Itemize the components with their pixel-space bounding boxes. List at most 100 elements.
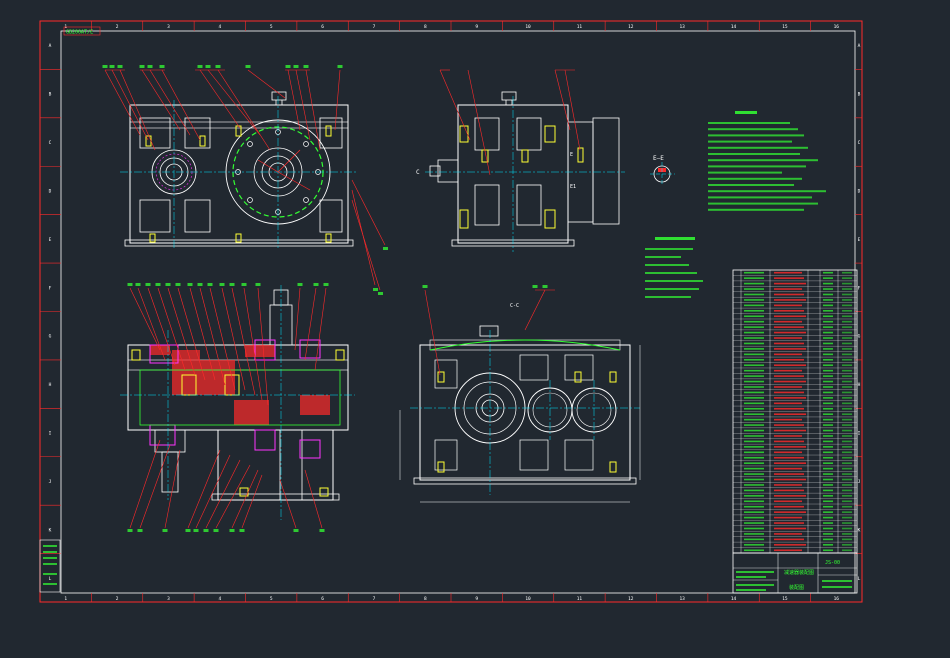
parts-row-mark (823, 429, 833, 432)
parts-row-mark (744, 456, 764, 459)
section-c-c-label: C-C (510, 303, 519, 309)
parts-row-mark (823, 505, 833, 508)
parts-row-mark (744, 418, 764, 421)
parts-row-mark (823, 538, 833, 541)
tech-req-line-mark (708, 202, 818, 205)
parts-row-mark (842, 440, 852, 443)
part-number-marker (155, 283, 161, 286)
part-number-marker (145, 283, 151, 286)
column-label-bottom: 14 (731, 596, 737, 602)
parts-row-mark (774, 424, 804, 426)
parts-row-mark (842, 337, 852, 339)
parts-row-mark (774, 353, 802, 356)
parts-row-mark (842, 533, 852, 535)
tech-char-line-mark (645, 256, 681, 258)
e-label: E (570, 152, 573, 158)
parts-row-mark (823, 418, 833, 421)
part-number-marker (213, 529, 219, 532)
part-number-marker (187, 283, 193, 286)
tech-req-heading-mark (735, 111, 757, 114)
parts-row-mark (823, 369, 833, 372)
parts-row-mark (823, 277, 833, 279)
row-label-right: C (858, 140, 861, 146)
tech-req-line-mark (708, 196, 812, 199)
part-number-marker (229, 529, 235, 532)
parts-row-mark (744, 380, 764, 383)
parts-row-mark (842, 478, 852, 481)
parts-row-mark (744, 533, 764, 535)
parts-row-mark (842, 418, 852, 421)
parts-row-mark (744, 538, 764, 541)
parts-row-mark (774, 310, 804, 312)
parts-row-mark (774, 451, 802, 454)
parts-row-mark (842, 505, 852, 508)
row-label-left: E (49, 237, 52, 243)
parts-row-mark (842, 315, 852, 318)
part-number-marker (135, 283, 141, 286)
parts-row-mark (774, 527, 806, 530)
parts-row-mark (842, 326, 852, 328)
parts-row-mark (823, 310, 833, 312)
parts-row-mark (774, 282, 806, 285)
parts-row-mark (842, 489, 852, 492)
e1-label: E1 (570, 184, 576, 190)
row-label-right: L (858, 576, 861, 582)
tech-req-line-mark (708, 140, 792, 143)
part-number-marker (239, 529, 245, 532)
parts-row-mark (744, 315, 764, 318)
parts-row-mark (774, 484, 802, 486)
parts-row-mark (823, 440, 833, 443)
parts-row-mark (842, 358, 852, 361)
parts-row-mark (823, 407, 833, 410)
parts-row-mark (744, 364, 764, 367)
parts-row-mark (842, 304, 852, 307)
parts-row-mark (774, 331, 806, 334)
part-number-marker (137, 529, 143, 532)
parts-row-mark (744, 489, 764, 492)
title-block-name: 减速器装配图 (784, 569, 814, 576)
parts-row-mark (823, 391, 833, 394)
parts-row-mark (744, 511, 764, 513)
part-number-marker (207, 283, 213, 286)
parts-row-mark (744, 495, 764, 497)
parts-row-mark (842, 467, 852, 470)
tech-req-line-mark (708, 190, 826, 193)
column-label-top: 14 (731, 24, 737, 30)
row-label-left: H (49, 382, 52, 388)
row-label-right: I (858, 431, 861, 437)
parts-row-mark (744, 516, 764, 519)
tech-req-line-mark (708, 165, 806, 168)
part-number-marker (532, 285, 538, 288)
parts-row-mark (744, 402, 764, 405)
parts-row-mark (842, 369, 852, 372)
parts-row-mark (774, 391, 804, 394)
parts-row-mark (774, 315, 806, 318)
parts-row-mark (774, 364, 806, 367)
parts-row-mark (774, 397, 806, 399)
part-number-marker (337, 65, 343, 68)
parts-row-mark (744, 353, 764, 356)
row-label-left: B (49, 92, 52, 98)
parts-row-mark (823, 522, 833, 524)
tech-req-line-mark (708, 122, 790, 124)
section-c-label: C (416, 169, 420, 176)
parts-row-mark (744, 348, 764, 350)
tech-req-line-mark (708, 134, 804, 137)
column-label-bottom: 13 (679, 596, 685, 602)
part-number-marker (197, 283, 203, 286)
row-label-right: E (858, 237, 861, 243)
part-number-marker (241, 283, 247, 286)
parts-row-mark (842, 320, 852, 323)
part-number-marker (293, 529, 299, 532)
parts-row-mark (842, 386, 852, 388)
part-number-marker (229, 283, 235, 286)
column-label-bottom: 2 (116, 596, 119, 602)
parts-row-mark (823, 337, 833, 339)
section-view-part-numbers (127, 283, 329, 532)
column-label-bottom: 1 (64, 596, 67, 602)
part-number-marker (422, 285, 428, 288)
parts-row-mark (744, 288, 764, 290)
parts-row-mark (823, 348, 833, 350)
